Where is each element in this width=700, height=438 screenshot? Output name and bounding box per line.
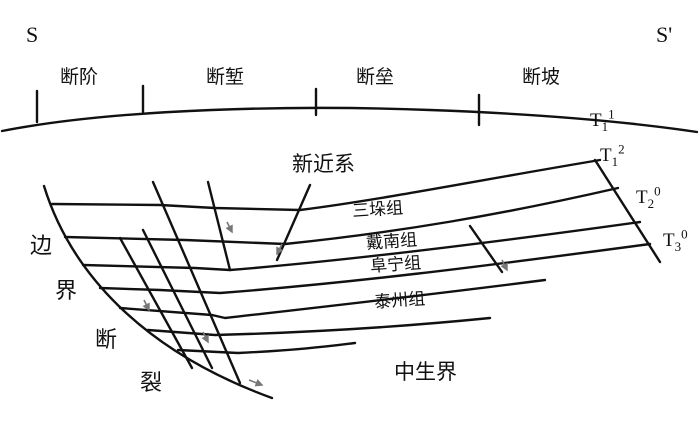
horizon-line <box>63 186 620 246</box>
horizon-label-t2-0: T20 <box>636 183 661 211</box>
horizon-line <box>146 316 492 337</box>
horizon-line <box>98 242 652 295</box>
boundary-fault-char: 界 <box>55 279 78 304</box>
formation-label-sanduo: 三垛组 <box>351 198 404 222</box>
slip-arrow <box>500 259 508 272</box>
formation-label-funing: 阜宁组 <box>369 253 422 277</box>
normal-fault <box>275 183 312 262</box>
boundary-fault-char: 边 <box>30 234 53 259</box>
boundary-fault-line <box>42 184 274 400</box>
zone-label-graben: 断堑 <box>206 66 245 88</box>
normal-fault <box>468 224 504 274</box>
boundary-fault-char: 断 <box>95 328 118 353</box>
normal-fault <box>206 180 232 272</box>
zone-label-horst: 断垒 <box>356 66 395 88</box>
horizon-line <box>81 220 642 272</box>
normal-fault <box>151 180 242 385</box>
horizon-line <box>176 341 357 355</box>
ground-surface-line <box>0 106 699 134</box>
slip-arrow <box>276 243 284 256</box>
horizon-label-t3-0: T30 <box>663 226 688 254</box>
formation-label-taizhou: 泰州组 <box>373 289 426 313</box>
section-start-label: S <box>26 22 39 47</box>
section-end-label: S' <box>656 22 673 47</box>
normal-fault <box>141 228 214 370</box>
horizon-label-t1-2: T12 <box>600 141 625 169</box>
mesozoic-label: 中生界 <box>394 360 457 384</box>
slip-arrow <box>248 378 264 387</box>
normal-fault <box>118 236 194 370</box>
zone-label-fault-step: 断阶 <box>60 66 99 88</box>
slip-arrow <box>201 331 209 344</box>
zone-label-fault-slope: 断坡 <box>522 66 561 88</box>
horizon-label-t1-1: T11 <box>590 106 615 134</box>
neogene-label: 新近系 <box>292 152 355 176</box>
slip-arrow <box>225 221 233 234</box>
boundary-fault-char: 裂 <box>140 371 163 396</box>
slip-arrow <box>142 299 150 312</box>
horizon-line <box>118 278 547 320</box>
